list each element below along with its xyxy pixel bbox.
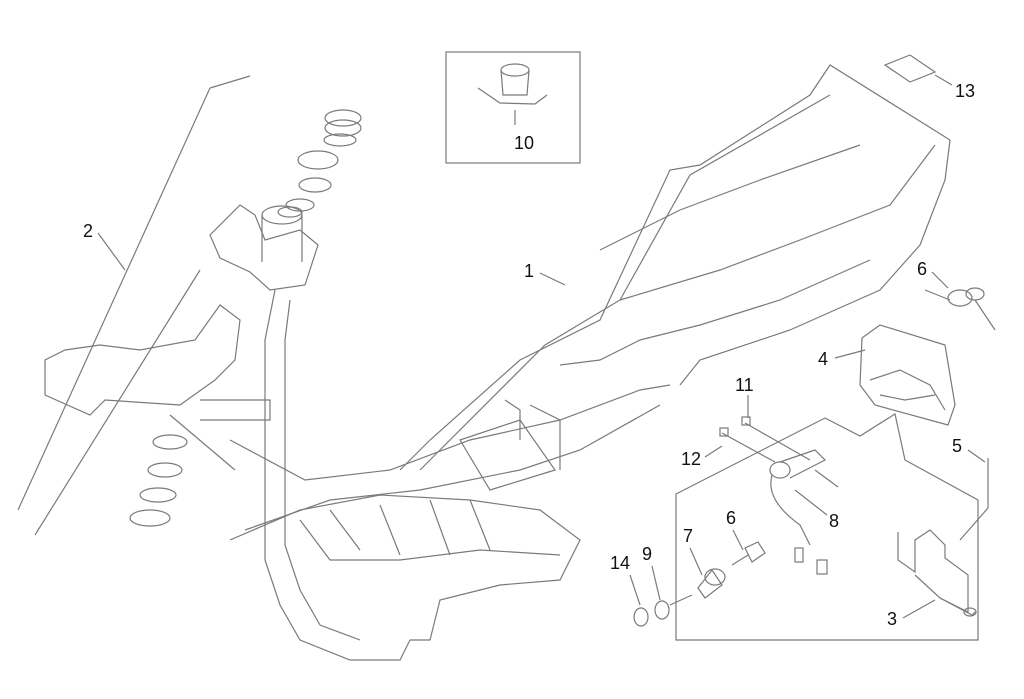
- steering-bearing-stack: [129, 109, 362, 527]
- inset-box-10: [445, 51, 581, 164]
- callout-3: 3: [887, 609, 898, 629]
- leader-13: [934, 74, 953, 86]
- key-6: [731, 541, 766, 566]
- nut-14: [633, 607, 649, 627]
- legshield-bracket: [44, 304, 241, 416]
- callout-7: 7: [683, 526, 694, 546]
- leader-lines: [97, 232, 986, 619]
- callout-14: 14: [610, 553, 631, 573]
- keys-6: [924, 287, 996, 331]
- ignition-switch-8: [719, 416, 839, 575]
- callout-6-key: 6: [726, 508, 737, 528]
- callout-13: 13: [955, 81, 976, 101]
- assembly-box: [675, 413, 979, 641]
- callout-5: 5: [952, 436, 963, 456]
- bracket-3: [897, 507, 989, 617]
- main-frame: [169, 64, 951, 661]
- lock-cylinder-7: [669, 568, 726, 606]
- callout-9: 9: [642, 544, 653, 564]
- callout-11: 11: [735, 375, 754, 395]
- head-tube: [209, 204, 319, 291]
- washer-9: [654, 600, 670, 620]
- callout-1: 1: [524, 261, 535, 281]
- plate-13: [883, 54, 937, 83]
- callout-4: 4: [818, 349, 829, 369]
- callout-8: 8: [829, 511, 840, 531]
- callout-10: 10: [514, 133, 535, 153]
- callout-2: 2: [83, 221, 94, 241]
- steering-axis-lines: [17, 75, 251, 536]
- callout-12: 12: [681, 449, 702, 469]
- lock-assembly-4: [859, 324, 956, 426]
- callout-6-keys: 6: [917, 259, 928, 279]
